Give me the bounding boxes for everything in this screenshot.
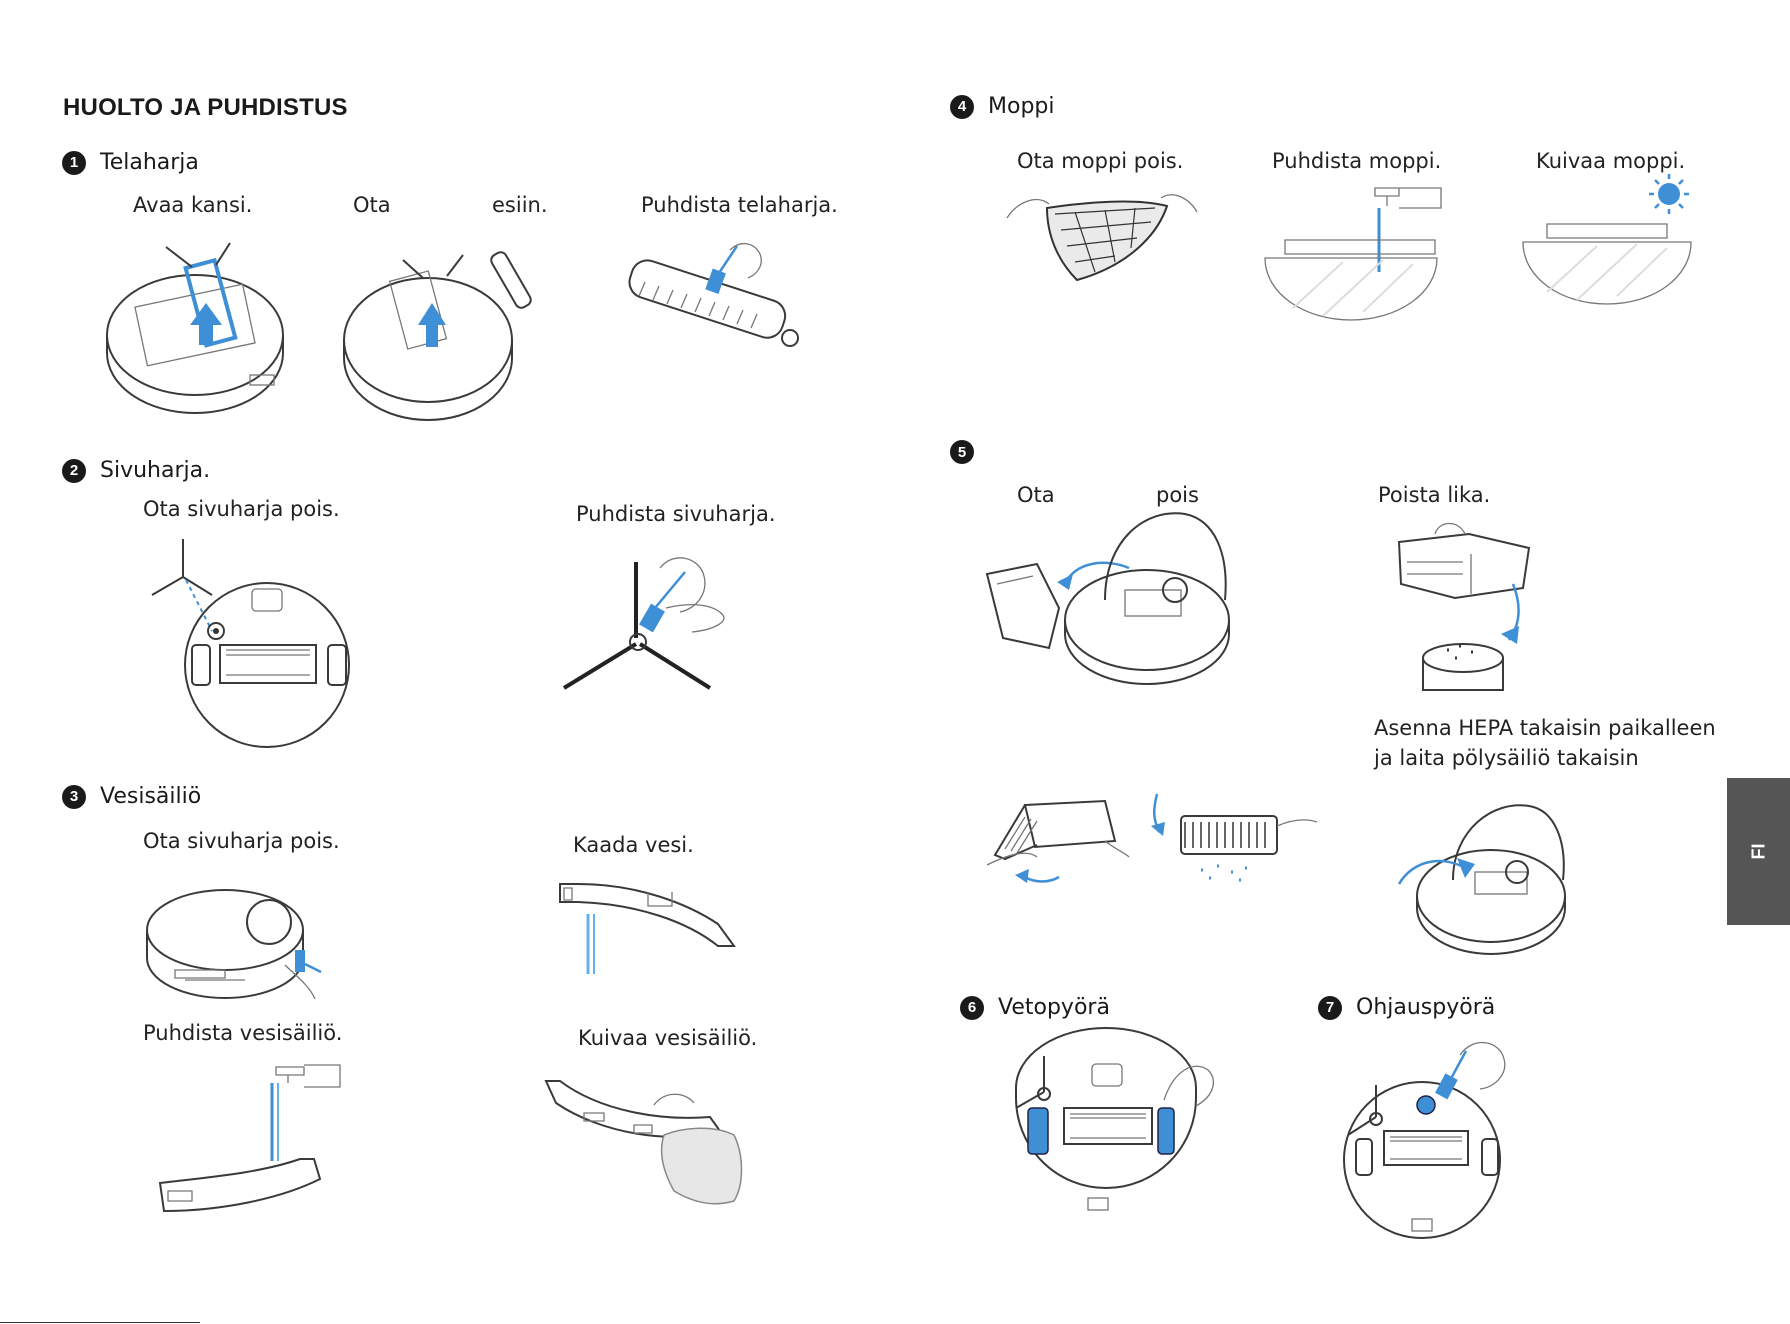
section-sivuharja-header: 2 Sivuharja. <box>62 458 210 483</box>
caption-remove-side-brush: Ota sivuharja pois. <box>143 497 340 521</box>
robot-drive-wheel-illustration <box>1015 1027 1214 1211</box>
robot-caster-wheel-illustration <box>1343 1041 1506 1239</box>
water-tank-pour-illustration <box>559 883 736 974</box>
caption-reinstall-hepa: Asenna HEPA takaisin paikalleen <box>1374 716 1716 740</box>
caption-reinstall-dustbin: ja laita pölysäiliö takaisin <box>1374 746 1639 770</box>
language-tab-label: FI <box>1748 843 1768 860</box>
bottom-rule <box>0 1322 200 1323</box>
section-number: 6 <box>960 995 984 1020</box>
caption-remove-dustbin-a: Ota <box>1017 483 1055 507</box>
section-title: Telaharja <box>100 150 199 175</box>
robot-open-cover-illustration <box>106 242 284 414</box>
section-number: 2 <box>62 458 86 483</box>
caption-take-out-b: esiin. <box>492 193 548 217</box>
section-title: Vesisäiliö <box>100 784 202 809</box>
section-number: 5 <box>950 440 974 464</box>
caption-clean-water-tank: Puhdista vesisäiliö. <box>143 1021 343 1045</box>
section-title: Vetopyörä <box>998 995 1110 1020</box>
caption-remove-dustbin-b: pois <box>1156 483 1199 507</box>
robot-underside-side-brush-illustration <box>151 539 350 748</box>
mop-dry-illustration <box>1522 174 1692 305</box>
caption-open-cover: Avaa kansi. <box>133 193 253 217</box>
caption-dry-water-tank: Kuivaa vesisäiliö. <box>578 1026 758 1050</box>
section-number: 7 <box>1318 995 1342 1020</box>
caption-pour-water: Kaada vesi. <box>573 833 694 857</box>
caption-take-out-a: Ota <box>353 193 391 217</box>
caption-dry-mop: Kuivaa moppi. <box>1536 149 1686 173</box>
section-number: 4 <box>950 94 974 119</box>
mop-rinse-illustration <box>1264 187 1442 321</box>
caption-remove-water-tank: Ota sivuharja pois. <box>143 829 340 853</box>
caption-remove-mop: Ota moppi pois. <box>1017 149 1184 173</box>
caption-clean-mop: Puhdista moppi. <box>1272 149 1442 173</box>
section-title: Moppi <box>988 94 1055 119</box>
water-tank-dry-illustration <box>544 1080 743 1205</box>
mop-remove-illustration <box>1006 194 1198 282</box>
caption-clean-roller: Puhdista telaharja. <box>641 193 838 217</box>
caption-remove-dirt: Poista lika. <box>1378 483 1491 507</box>
section-number: 3 <box>62 784 86 809</box>
robot-remove-water-tank-illustration <box>146 889 322 1000</box>
caption-clean-side-brush: Puhdista sivuharja. <box>576 502 776 526</box>
section-vetopyora-header: 6 Vetopyörä <box>960 995 1110 1020</box>
section-ohjauspyora-header: 7 Ohjauspyörä <box>1318 995 1495 1020</box>
section-5-header: 5 <box>950 440 974 464</box>
side-brush-clean-illustration <box>562 557 725 690</box>
roller-brush-clean-illustration <box>628 243 799 347</box>
robot-reinsert-dustbin-illustration <box>1397 804 1566 955</box>
section-number: 1 <box>62 150 86 175</box>
section-telaharja-header: 1 Telaharja <box>62 150 199 175</box>
hepa-filter-remove-illustration <box>986 799 1130 883</box>
water-tank-rinse-illustration <box>158 1064 341 1213</box>
robot-remove-dustbin-illustration <box>985 512 1230 685</box>
section-title: Ohjauspyörä <box>1356 995 1496 1020</box>
section-title: Sivuharja. <box>100 458 211 483</box>
dustbin-empty-illustration <box>1397 522 1531 691</box>
section-vesisailio-header: 3 Vesisäiliö <box>62 784 201 809</box>
page-title: HUOLTO JA PUHDISTUS <box>63 94 348 121</box>
language-tab: FI <box>1727 778 1790 925</box>
robot-remove-roller-illustration <box>343 251 532 421</box>
section-moppi-header: 4 Moppi <box>950 94 1054 119</box>
hepa-filter-tap-illustration <box>1151 793 1318 882</box>
